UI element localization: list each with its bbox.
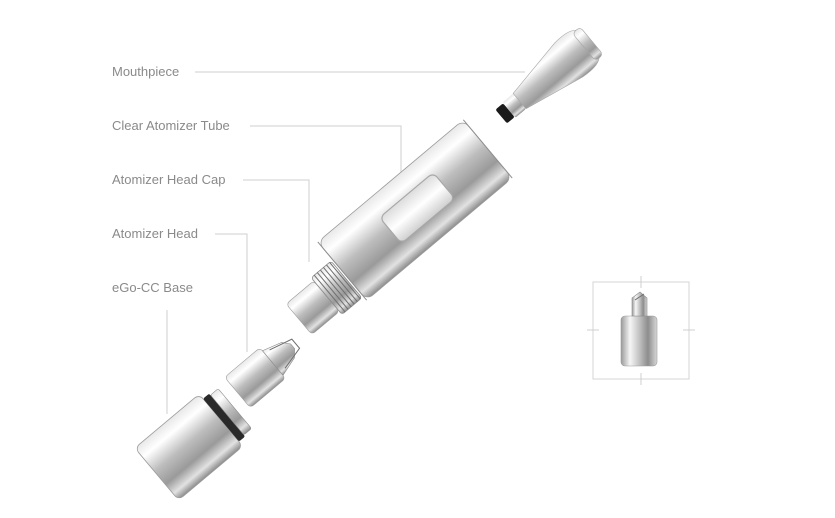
label-ego-cc-base: eGo-CC Base — [112, 280, 193, 295]
atomizer-head-cap-part — [287, 261, 362, 334]
leader-clear-atomizer-tube — [250, 125, 402, 180]
tube-window — [381, 174, 454, 242]
inset-atomizer-head-detail — [587, 276, 695, 385]
label-atomizer-head-cap: Atomizer Head Cap — [112, 172, 226, 187]
atomizer-head-part — [225, 338, 301, 407]
base-o-ring — [203, 394, 245, 441]
ego-cc-base-part — [136, 389, 252, 499]
mouthpiece-o-ring — [496, 104, 514, 123]
leader-atomizer-head-cap — [243, 179, 310, 262]
label-clear-atomizer-tube: Clear Atomizer Tube — [112, 118, 230, 133]
clear-atomizer-tube-part — [317, 119, 513, 301]
leader-atomizer-head — [215, 233, 248, 352]
label-atomizer-head: Atomizer Head — [112, 226, 198, 241]
mouthpiece-part — [496, 28, 602, 123]
label-mouthpiece: Mouthpiece — [112, 64, 180, 79]
